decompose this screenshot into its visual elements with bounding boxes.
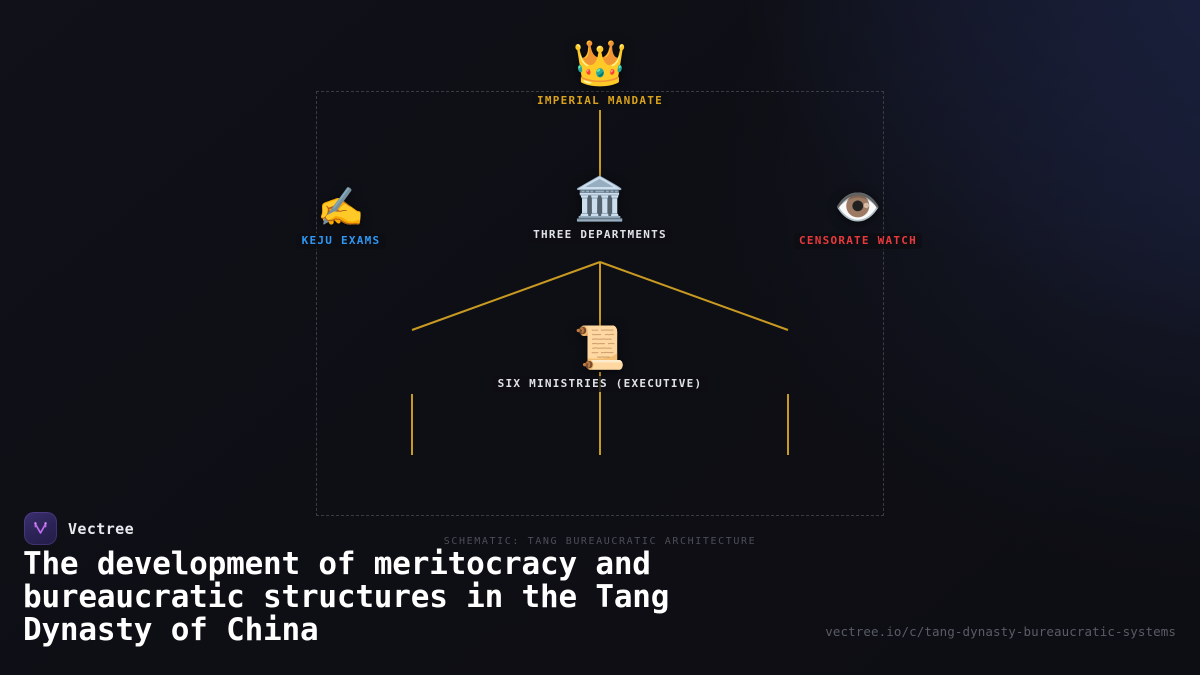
eye-icon: 👁️ [834, 185, 882, 229]
node-label-censorate-watch: CENSORATE WATCH [793, 233, 923, 249]
vectree-logo [24, 512, 57, 545]
node-three-departments[interactable]: 🏛️ THREE DEPARTMENTS [528, 178, 672, 243]
node-label-keju-exams: KEJU EXAMS [296, 233, 386, 249]
node-label-three-departments: THREE DEPARTMENTS [528, 227, 672, 243]
node-imperial-mandate[interactable]: 👑 IMPERIAL MANDATE [532, 42, 668, 109]
node-censorate-watch[interactable]: 👁️ CENSORATE WATCH [793, 185, 923, 249]
schematic-caption: SCHEMATIC: TANG BUREAUCRATIC ARCHITECTUR… [443, 536, 757, 547]
schematic-frame [316, 91, 884, 516]
vectree-v-tree-icon [34, 522, 47, 534]
writing-hand-icon: ✍️ [317, 185, 365, 229]
classical-building-icon: 🏛️ [573, 174, 627, 223]
crown-icon: 👑 [572, 38, 628, 89]
node-six-ministries[interactable]: 📜 SIX MINISTRIES (EXECUTIVE) [492, 323, 708, 392]
scroll-icon: 📜 [573, 323, 627, 372]
brand-row[interactable]: Vectree [24, 512, 134, 545]
node-keju-exams[interactable]: ✍️ KEJU EXAMS [296, 185, 386, 249]
source-url: vectree.io/c/tang-dynasty-bureaucratic-s… [825, 624, 1176, 639]
page-title: The development of meritocracy and burea… [23, 546, 670, 648]
node-label-six-ministries: SIX MINISTRIES (EXECUTIVE) [492, 376, 708, 392]
brand-name: Vectree [68, 519, 135, 538]
node-label-imperial-mandate: IMPERIAL MANDATE [532, 93, 668, 109]
